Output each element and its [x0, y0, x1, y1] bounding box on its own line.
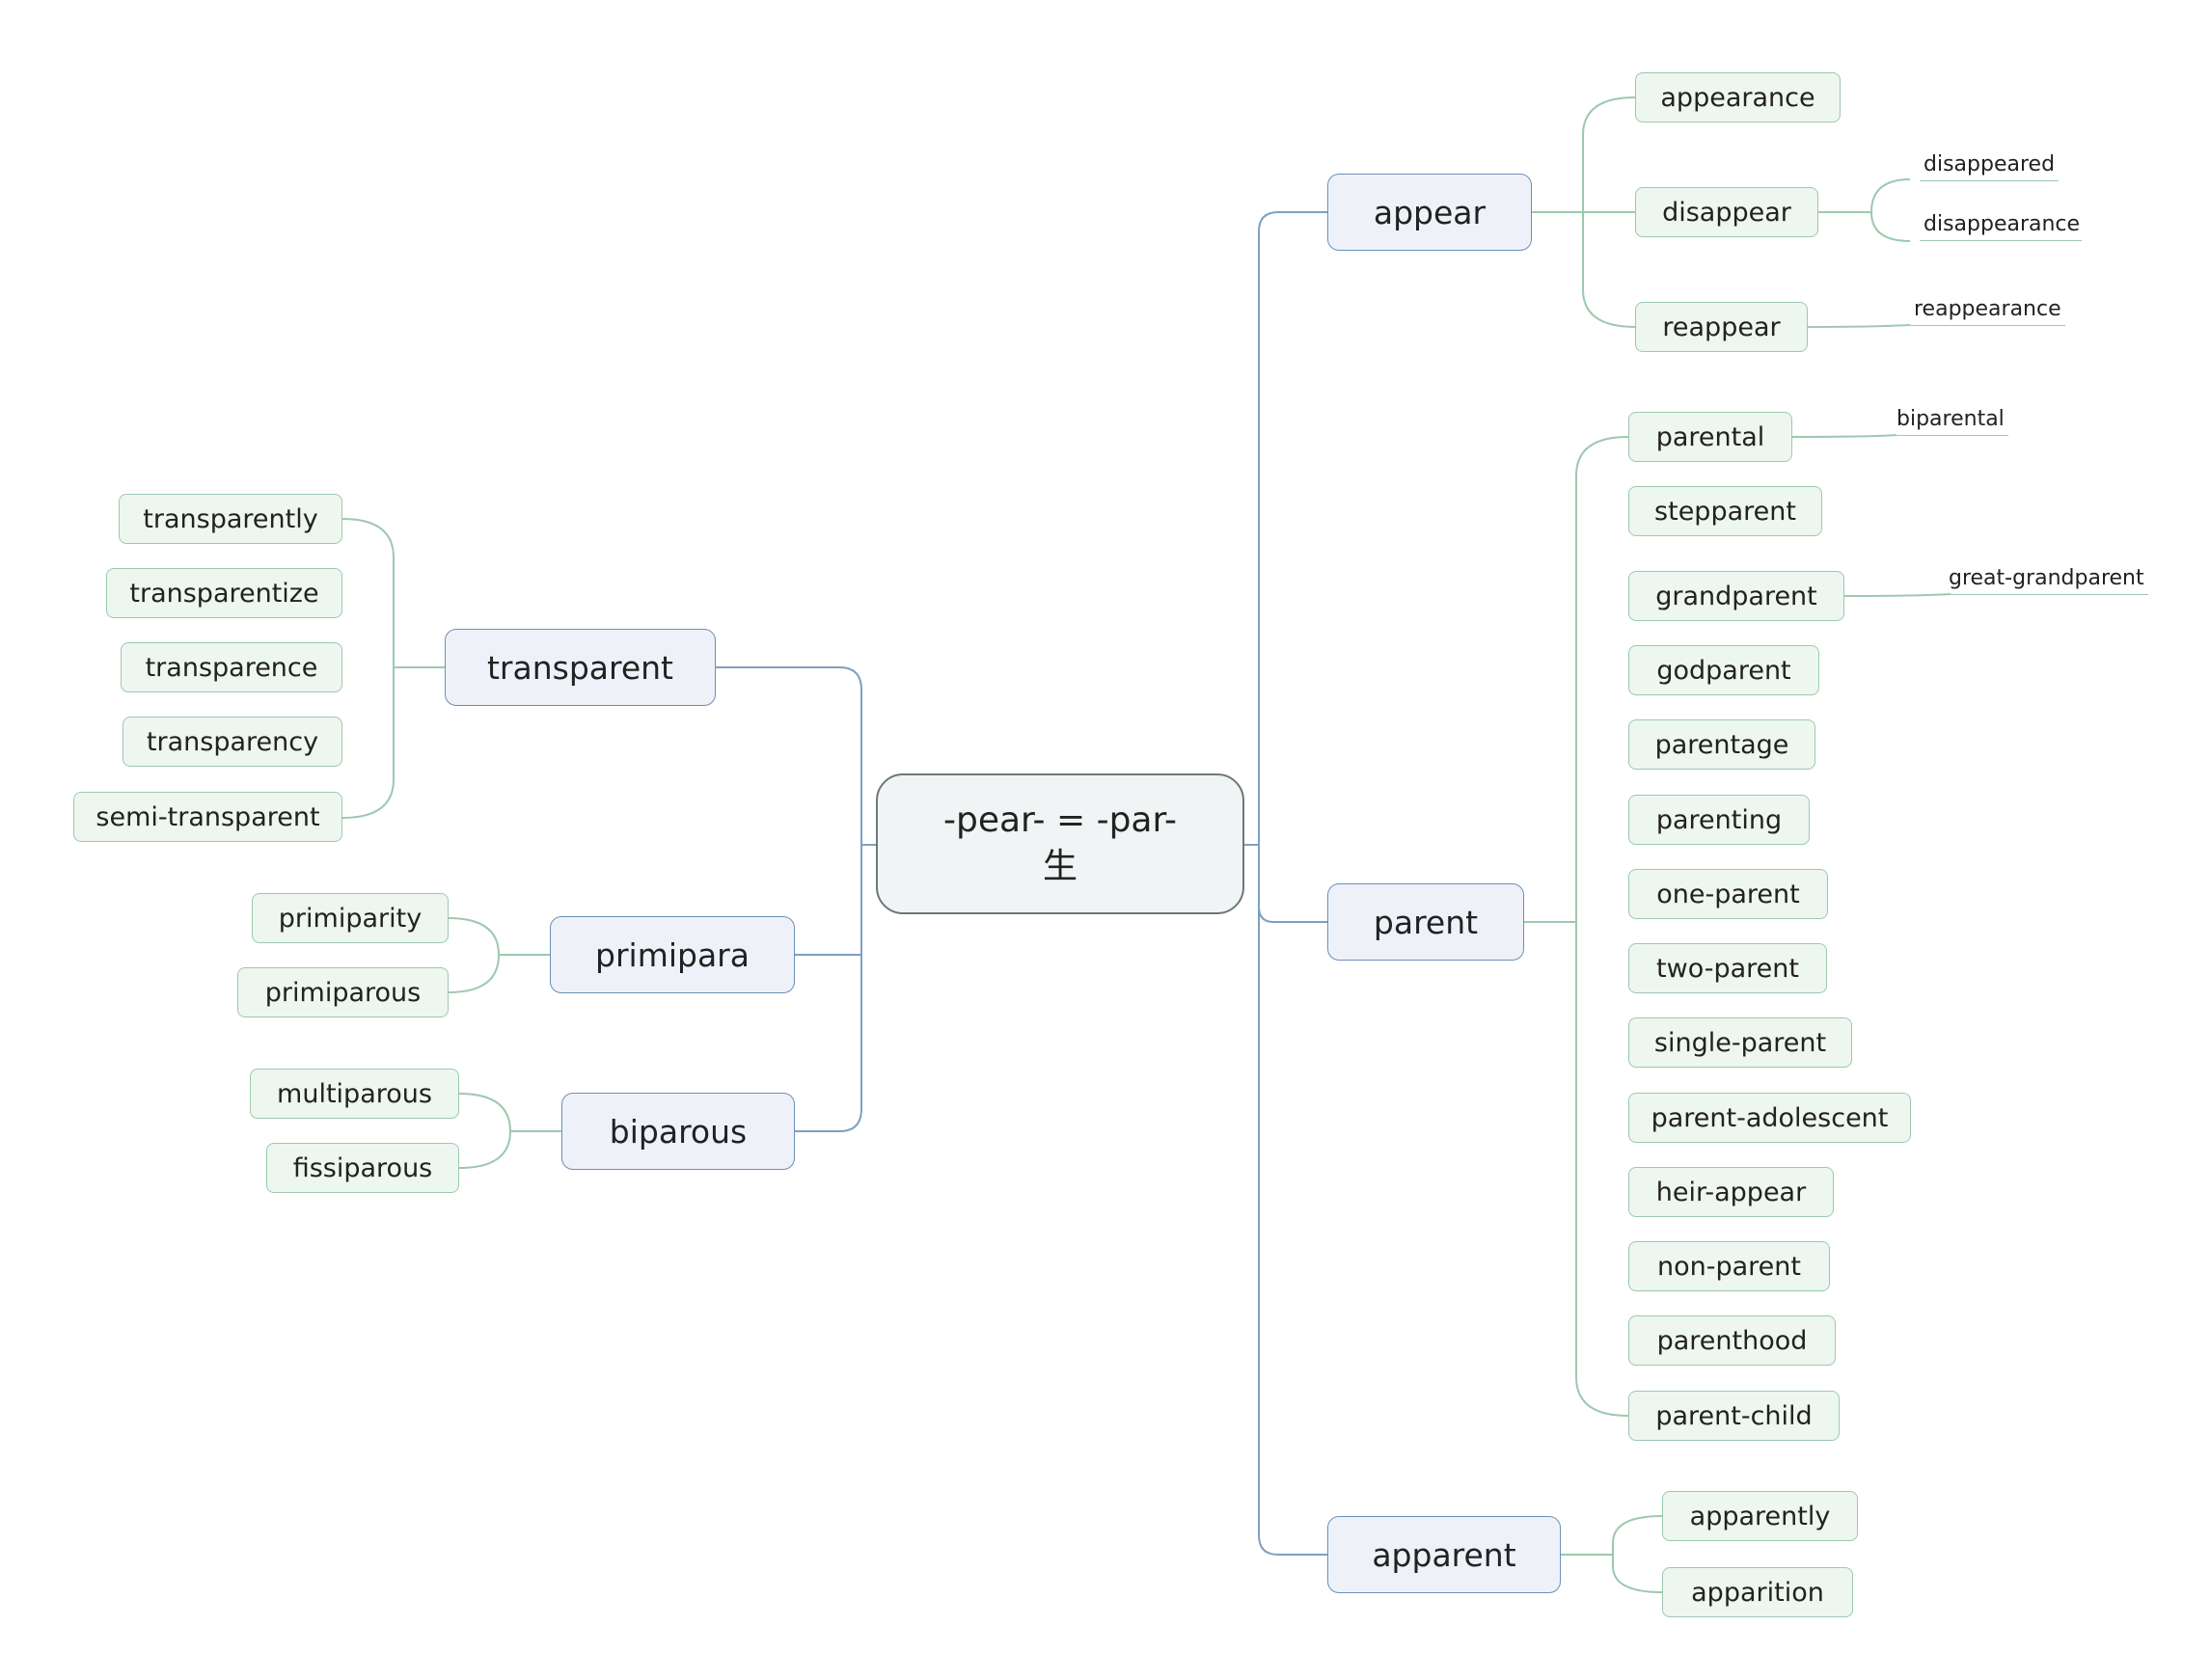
subtopic-apparition[interactable]: apparition: [1662, 1567, 1853, 1617]
subtopic-parenthood[interactable]: parenthood: [1628, 1315, 1836, 1366]
subtopic-transparently[interactable]: transparently: [119, 494, 342, 544]
subtopic-primiparity[interactable]: primiparity: [252, 893, 449, 943]
subtopic-single-parent[interactable]: single-parent: [1628, 1017, 1852, 1068]
connector-grandparent-leaf: [1843, 593, 1951, 597]
connector-biparous-children: [458, 1093, 512, 1169]
subtopic-two-parent[interactable]: two-parent: [1628, 943, 1827, 993]
connector-left-trunk: [716, 666, 862, 1132]
connector-parent-children: [1575, 436, 1629, 1417]
topic-appear[interactable]: appear: [1327, 174, 1532, 251]
subtopic-multiparous[interactable]: multiparous: [250, 1069, 459, 1119]
leaf-reappearance[interactable]: reappearance: [1910, 297, 2065, 326]
subtopic-godparent[interactable]: godparent: [1628, 645, 1819, 695]
subtopic-parentage[interactable]: parentage: [1628, 719, 1815, 770]
leaf-disappearance[interactable]: disappearance: [1920, 212, 2082, 241]
root-meaning: 生: [1042, 847, 1078, 886]
subtopic-semi-transparent[interactable]: semi-transparent: [73, 792, 342, 842]
subtopic-disappear[interactable]: disappear: [1635, 187, 1818, 237]
subtopic-parent-child[interactable]: parent-child: [1628, 1391, 1840, 1441]
subtopic-transparence[interactable]: transparence: [121, 642, 342, 692]
topic-biparous[interactable]: biparous: [561, 1093, 795, 1170]
connector-root-apparent: [1258, 231, 1327, 1556]
subtopic-primiparous[interactable]: primiparous: [237, 967, 449, 1017]
subtopic-parental[interactable]: parental: [1628, 412, 1792, 462]
topic-parent[interactable]: parent: [1327, 883, 1524, 961]
topic-apparent[interactable]: apparent: [1327, 1516, 1561, 1593]
subtopic-reappear[interactable]: reappear: [1635, 302, 1808, 352]
leaf-biparental[interactable]: biparental: [1893, 407, 2008, 436]
leaf-disappeared[interactable]: disappeared: [1920, 152, 2060, 181]
connector-apparent-children: [1612, 1515, 1663, 1593]
root-topic[interactable]: -pear- = -par- 生: [876, 773, 1244, 914]
connector-parental-leaf: [1791, 434, 1897, 438]
subtopic-heir-appear[interactable]: heir-appear: [1628, 1167, 1834, 1217]
subtopic-apparently[interactable]: apparently: [1662, 1491, 1858, 1541]
connector-transparent-children: [341, 518, 395, 819]
connector-root-parent: [1258, 906, 1327, 923]
connector-primipara-children: [448, 917, 501, 993]
subtopic-appearance[interactable]: appearance: [1635, 72, 1841, 122]
topic-transparent[interactable]: transparent: [445, 629, 716, 706]
connector-disappear-leaves: [1818, 178, 1911, 242]
subtopic-parent-adolescent[interactable]: parent-adolescent: [1628, 1093, 1911, 1143]
subtopic-fissiparous[interactable]: fissiparous: [266, 1143, 459, 1193]
subtopic-transparentize[interactable]: transparentize: [106, 568, 342, 618]
connector-root-appear: [1258, 211, 1327, 232]
subtopic-grandparent[interactable]: grandparent: [1628, 571, 1844, 621]
root-title: -pear- = -par-: [943, 800, 1177, 840]
topic-primipara[interactable]: primipara: [550, 916, 795, 993]
leaf-great-grandparent[interactable]: great-grandparent: [1945, 566, 2148, 595]
subtopic-parenting[interactable]: parenting: [1628, 795, 1810, 845]
connector-reappear-leaf: [1807, 324, 1911, 328]
subtopic-one-parent[interactable]: one-parent: [1628, 869, 1828, 919]
subtopic-non-parent[interactable]: non-parent: [1628, 1241, 1830, 1291]
subtopic-stepparent[interactable]: stepparent: [1628, 486, 1822, 536]
subtopic-transparency[interactable]: transparency: [123, 717, 342, 767]
